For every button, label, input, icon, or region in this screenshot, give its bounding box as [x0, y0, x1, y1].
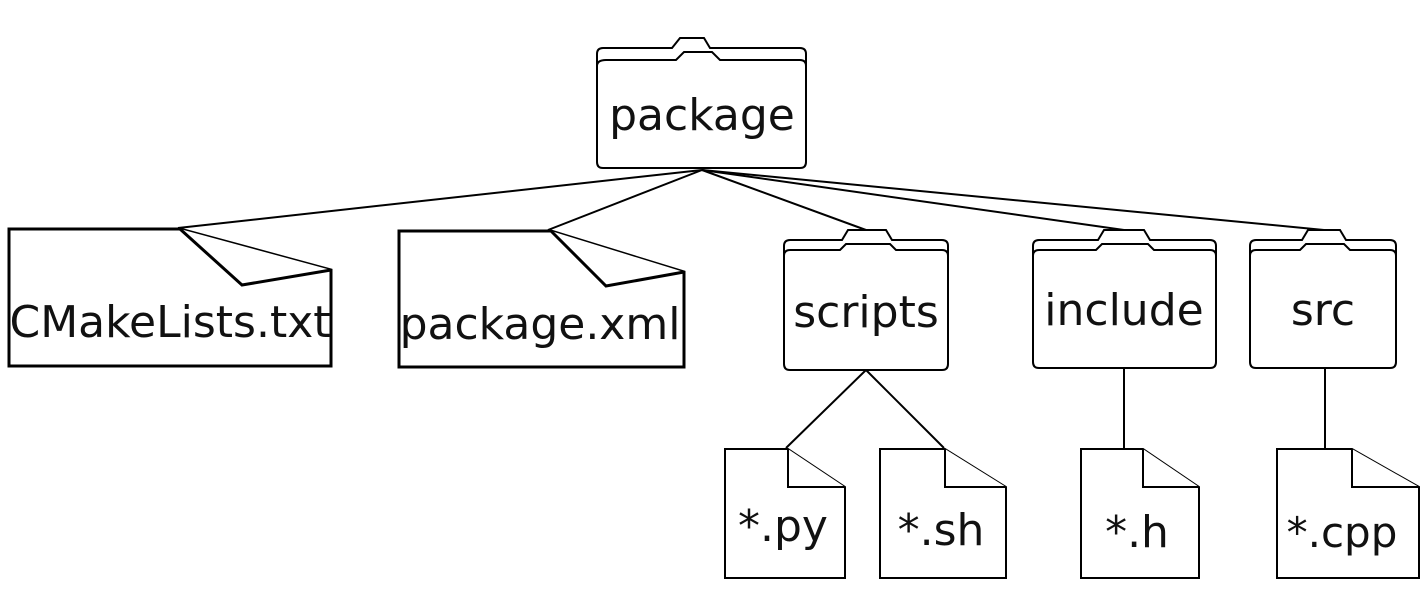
folder-label-package: package: [609, 90, 795, 141]
folder-package: package: [596, 37, 807, 169]
file-py: *.py: [724, 448, 846, 579]
edge-scripts-py: [785, 369, 867, 449]
edge-package-packagexml: [547, 169, 703, 231]
file-label-cmakelists: CMakeLists.txt: [10, 297, 331, 348]
file-h: *.h: [1080, 448, 1200, 579]
edge-package-src: [701, 169, 1325, 231]
folder-scripts: scripts: [783, 229, 949, 371]
file-label-cpp: *.cpp: [1287, 508, 1398, 557]
folder-label-src: src: [1291, 285, 1355, 336]
folder-label-scripts: scripts: [793, 287, 939, 338]
file-label-package-xml: package.xml: [400, 299, 681, 350]
file-label-h: *.h: [1105, 507, 1169, 558]
file-label-sh: *.sh: [898, 505, 985, 556]
edge-package-scripts: [701, 169, 867, 231]
edge-package-cmakelists: [177, 169, 703, 229]
file-cmakelists: CMakeLists.txt: [7, 227, 333, 368]
folder-src: src: [1249, 229, 1397, 369]
folder-include: include: [1032, 229, 1217, 369]
file-cpp: *.cpp: [1276, 448, 1420, 579]
folder-label-include: include: [1044, 285, 1203, 336]
edge-package-include: [701, 169, 1125, 231]
file-sh: *.sh: [879, 448, 1007, 579]
edge-scripts-sh: [865, 369, 945, 449]
file-package-xml: package.xml: [397, 229, 686, 369]
file-label-py: *.py: [738, 501, 828, 552]
connectors: [177, 169, 1326, 449]
